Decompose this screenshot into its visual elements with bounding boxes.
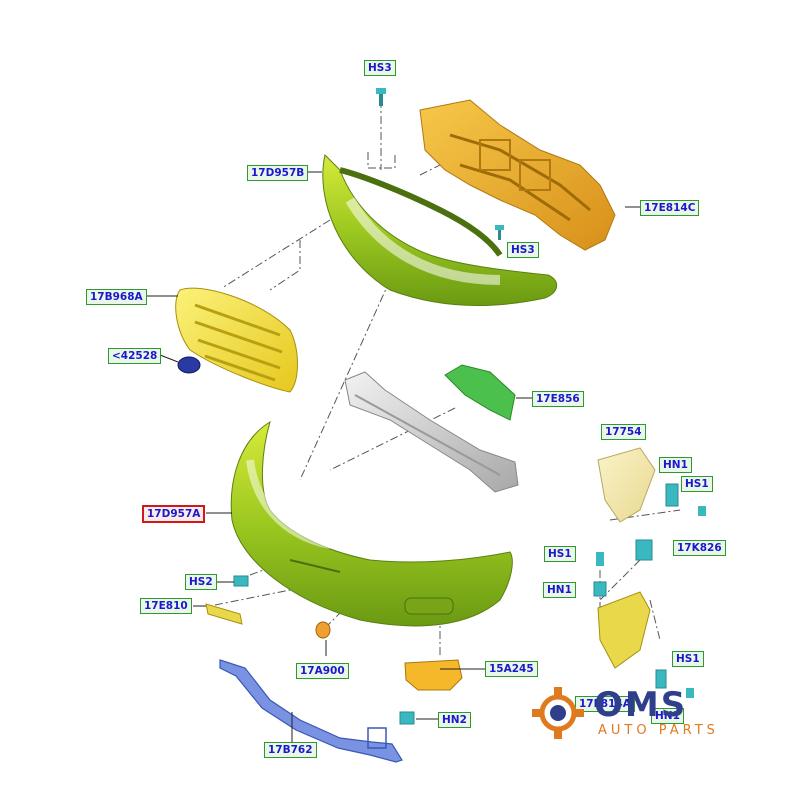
clip-hs2-icon (233, 575, 249, 587)
screw-hs3-top-icon (376, 88, 386, 106)
label-hs1-c[interactable]: HS1 (672, 651, 704, 667)
label-17k826[interactable]: 17K826 (673, 540, 726, 556)
logo-text: OMS (594, 685, 688, 725)
bracket-17e814a-icon (597, 591, 651, 669)
label-17e856[interactable]: 17E856 (532, 391, 584, 407)
lower-bumper-17d957a-icon (230, 420, 513, 627)
label-17d957a[interactable]: 17D957A (142, 505, 206, 523)
label-hs1-b[interactable]: HS1 (544, 546, 576, 562)
label-17b968a[interactable]: 17B968A (86, 289, 147, 305)
logo-tagline: AUTO PARTS (598, 723, 719, 738)
label-hs3-top[interactable]: HS3 (364, 60, 396, 76)
cap-17a900-icon (315, 621, 331, 639)
label-17e814c[interactable]: 17E814C (640, 200, 700, 216)
lower-bar-17b762-icon (219, 659, 403, 763)
clip-hn2-icon (399, 711, 415, 725)
label-connectors (146, 171, 640, 745)
label-hn1-c[interactable]: HN1 (651, 708, 684, 724)
label-hs3-mid[interactable]: HS3 (507, 242, 539, 258)
label-hs2[interactable]: HS2 (185, 574, 217, 590)
label-hn1-b[interactable]: HN1 (543, 582, 576, 598)
label-17754[interactable]: 17754 (601, 424, 646, 440)
badge-42528-icon (177, 356, 201, 374)
clips-right-upper-icon (593, 483, 706, 597)
gear-icon (532, 687, 584, 739)
grille-17b968a-icon (175, 287, 298, 393)
label-hn1-a[interactable]: HN1 (659, 457, 692, 473)
label-17d957b[interactable]: 17D957B (247, 165, 309, 181)
bracket-17e856-icon (444, 364, 516, 421)
label-17b762[interactable]: 17B762 (264, 742, 317, 758)
upper-bumper-cover-17d957b-icon (322, 154, 558, 307)
strip-17e810-icon (205, 603, 243, 625)
screw-hs3-mid-icon (495, 225, 504, 240)
bracket-17754-icon (597, 447, 656, 523)
label-hs1-a[interactable]: HS1 (681, 476, 713, 492)
label-17a900[interactable]: 17A900 (296, 663, 349, 679)
bumper-carrier-17e814c-icon (419, 99, 616, 251)
oms-watermark-logo: OMS AUTO PARTS (528, 683, 768, 743)
reinforcement-bar-icon (344, 371, 519, 493)
clips-right-lower-icon (655, 669, 694, 698)
label-17e810[interactable]: 17E810 (140, 598, 192, 614)
label-42528[interactable]: <42528 (108, 348, 162, 364)
label-17e814a[interactable]: 17E814A (575, 696, 635, 712)
label-hn2[interactable]: HN2 (438, 712, 471, 728)
label-15a245[interactable]: 15A245 (485, 661, 538, 677)
fog-bezel-15a245-icon (404, 659, 463, 691)
